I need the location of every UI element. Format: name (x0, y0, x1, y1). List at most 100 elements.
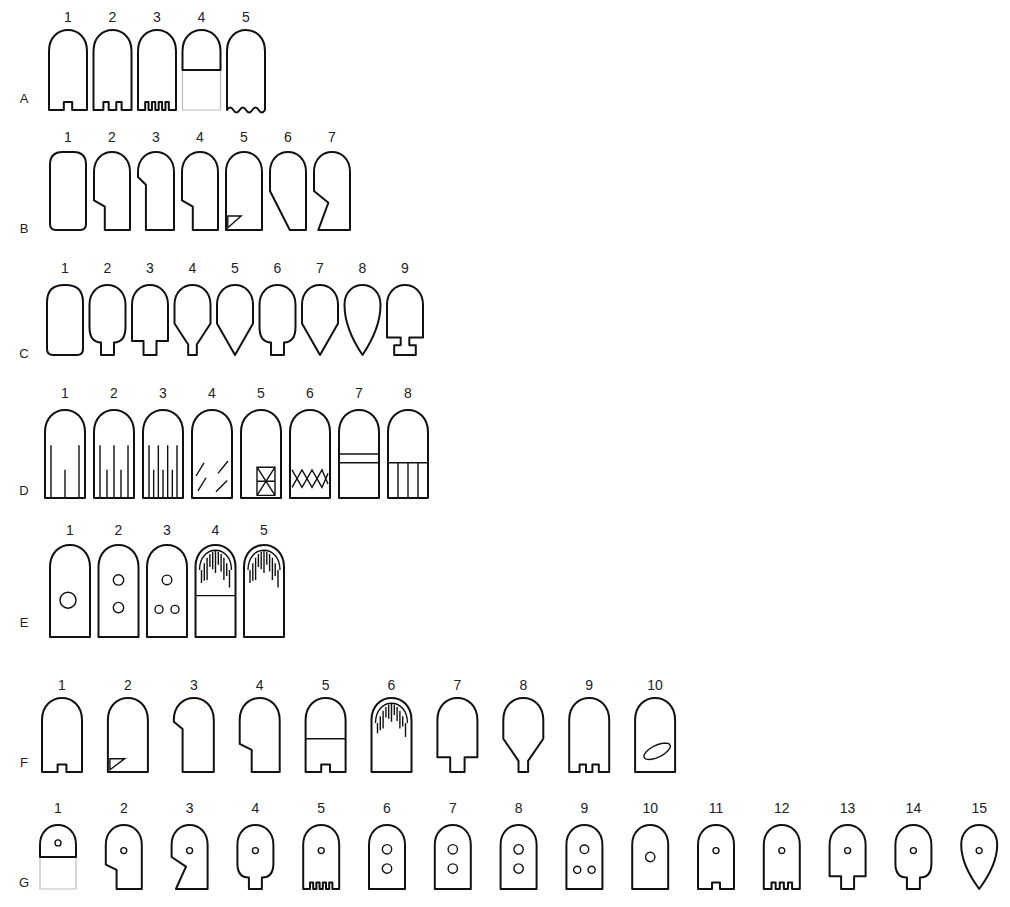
tablet-marking (121, 848, 127, 854)
column-number: 6 (274, 261, 282, 275)
column-number: 10 (647, 678, 663, 692)
tablet-outline (270, 152, 306, 230)
tablet-shape (42, 698, 82, 772)
tablet-shape (143, 410, 183, 498)
column-number: 7 (328, 130, 336, 144)
tablet-marking (318, 848, 324, 854)
column-number: 1 (64, 10, 72, 24)
tablet-outline (108, 698, 148, 772)
tablet-shape (108, 698, 148, 772)
tablet-marking (910, 848, 916, 854)
tablet-shape (147, 545, 187, 637)
column-number: 15 (971, 801, 987, 815)
tablet-marking (574, 845, 596, 873)
column-number: 6 (383, 801, 391, 815)
tablet-shape (138, 152, 174, 230)
tablet-marking (149, 445, 177, 498)
column-number: 12 (774, 801, 790, 815)
tablet-outline (302, 285, 338, 355)
column-number: 1 (54, 801, 62, 815)
tablet-shape (237, 825, 273, 889)
column-number: 3 (190, 678, 198, 692)
column-number: 1 (66, 523, 74, 537)
tablet-outline (94, 152, 130, 230)
column-number: 3 (159, 386, 167, 400)
column-number: 4 (198, 10, 206, 24)
tablet-shape (372, 698, 412, 772)
column-number: 8 (519, 678, 527, 692)
tablet-outline (226, 152, 262, 230)
tablet-outline (388, 410, 428, 498)
tablet-outline (217, 285, 253, 355)
column-number: 2 (115, 523, 123, 537)
tablet-shape (895, 825, 931, 889)
tablet-outline (339, 410, 379, 498)
tablet-marking (228, 216, 241, 228)
tablet-shape (314, 152, 350, 230)
tablet-marking (51, 445, 79, 498)
tablet-outline (183, 30, 221, 70)
tablet-marking (196, 595, 236, 596)
tablet-outline (632, 825, 668, 889)
tablet-outline (90, 285, 126, 355)
tablet-outline (94, 30, 132, 110)
tablet-marking (248, 550, 280, 587)
broken-outline (183, 70, 221, 110)
column-number: 4 (251, 801, 259, 815)
column-number: 2 (110, 386, 118, 400)
tablet-shape (106, 825, 142, 889)
tablet-outline (566, 825, 602, 889)
row-letter: E (20, 616, 29, 629)
tablet-shape (260, 285, 296, 355)
tablet-shape (437, 698, 477, 772)
tablet-outline (147, 545, 187, 637)
tablet-outline (501, 825, 537, 889)
tablet-outline (764, 825, 800, 889)
tablet-marking (306, 738, 346, 739)
tablet-shape (369, 825, 405, 889)
tablet-shape (49, 30, 87, 110)
tablet-outline (227, 30, 265, 113)
tablet-shape (632, 825, 668, 889)
tablet-shape (94, 30, 132, 110)
tablet-outline (503, 698, 543, 772)
column-number: 5 (257, 386, 265, 400)
tablet-marking (196, 461, 228, 492)
tablet-shape (290, 410, 330, 498)
tablet-marking (110, 759, 125, 770)
tablet-outline (306, 698, 346, 772)
tablet-shape (132, 285, 168, 355)
column-number: 1 (61, 386, 69, 400)
tablet-outline (698, 825, 734, 889)
column-number: 2 (124, 678, 132, 692)
broken-outline (40, 857, 76, 889)
tablet-marking (845, 848, 851, 854)
tablet-outline (50, 152, 86, 230)
tablet-outline (830, 825, 866, 889)
tablet-shape (182, 152, 218, 230)
tablet-shape (50, 152, 86, 230)
column-number: 2 (108, 130, 116, 144)
column-number: 11 (709, 801, 724, 815)
tablet-marking (382, 845, 391, 874)
tablet-marking (644, 743, 670, 759)
column-number: 5 (322, 678, 330, 692)
column-number: 1 (64, 130, 72, 144)
row-letter: G (19, 876, 29, 889)
tablet-marking (779, 848, 785, 854)
row-letter: C (19, 347, 28, 360)
tablet-outline (99, 545, 139, 637)
tablet-shape (339, 410, 379, 498)
tablet-outline (241, 410, 281, 498)
column-number: 5 (242, 10, 250, 24)
column-number: 7 (316, 261, 324, 275)
column-number: 3 (152, 130, 160, 144)
column-number: 7 (355, 386, 363, 400)
tablet-outline (138, 152, 174, 230)
column-number: 5 (231, 261, 239, 275)
tablet-shape (241, 410, 281, 498)
tablet-outline (174, 698, 214, 772)
tablet-outline (244, 545, 284, 637)
